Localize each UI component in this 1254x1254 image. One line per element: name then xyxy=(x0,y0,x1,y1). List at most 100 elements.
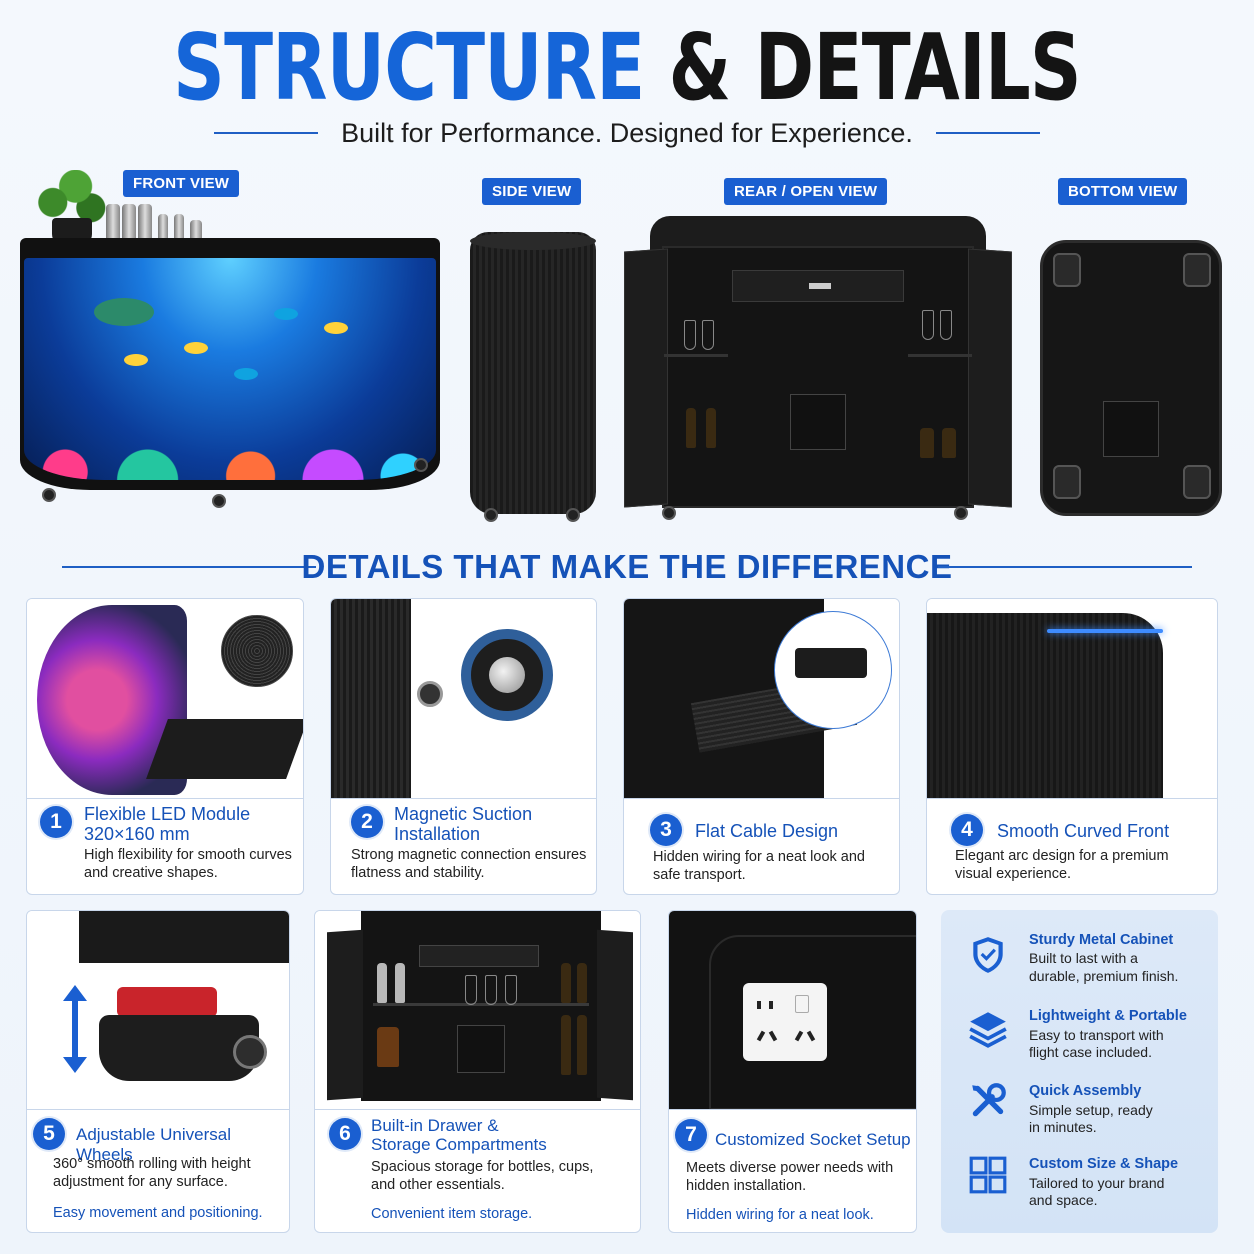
up-down-arrow-icon xyxy=(72,991,78,1065)
fish-image xyxy=(184,342,208,354)
glass-image xyxy=(684,320,696,350)
shaker-image xyxy=(122,204,136,248)
power-socket-icon xyxy=(743,983,827,1061)
card-title: Storage Compartments xyxy=(371,1135,547,1154)
glass-image xyxy=(922,310,934,340)
subtitle-divider-left xyxy=(214,132,318,134)
card-desc: hidden installation. xyxy=(686,1178,807,1194)
fish-image xyxy=(324,322,348,334)
card-title: Customized Socket Setup xyxy=(715,1130,911,1149)
wheel-icon xyxy=(414,458,428,472)
badge-bottom-view: BOTTOM VIEW xyxy=(1058,178,1188,205)
bottle-image xyxy=(395,963,405,1003)
socket-slot xyxy=(806,1030,816,1042)
plant-image xyxy=(30,170,106,224)
feature-title: Quick Assembly xyxy=(1029,1083,1142,1099)
card-title: 320×160 mm xyxy=(84,824,190,844)
glass-image xyxy=(505,975,517,1005)
cabinet-corner xyxy=(709,935,916,1109)
feature-desc: Easy to transport with xyxy=(1029,1027,1164,1043)
height-adjust-ring xyxy=(117,987,217,1017)
shaker-image xyxy=(106,204,120,248)
subtitle: Built for Performance. Designed for Expe… xyxy=(341,118,913,148)
fish-image xyxy=(274,308,298,320)
section-divider-right xyxy=(938,566,1192,568)
wheel-image xyxy=(27,911,289,1110)
connector-zoom-circle xyxy=(774,611,892,729)
caster-body xyxy=(99,1015,259,1081)
feature-desc: in minutes. xyxy=(1029,1119,1097,1135)
card-desc: Strong magnetic connection ensures xyxy=(351,847,587,863)
card-title: Magnetic Suction xyxy=(394,804,533,824)
cabinet-base xyxy=(79,911,289,963)
caster-icon xyxy=(1183,253,1211,287)
subtitle-row: Built for Performance. Designed for Expe… xyxy=(0,116,1254,152)
step-number-7: 7 xyxy=(675,1119,707,1151)
feature-desc: flight case included. xyxy=(1029,1044,1152,1060)
curved-edge xyxy=(927,613,1163,798)
socket-slot xyxy=(769,1001,773,1009)
glass-image xyxy=(940,310,952,340)
bottom-view-image xyxy=(1040,240,1222,516)
jar-image xyxy=(377,1027,399,1067)
feature-desc: and space. xyxy=(1029,1192,1098,1208)
cabinet-door-left xyxy=(327,929,363,1101)
shaker-image xyxy=(174,214,184,248)
layers-icon xyxy=(969,1012,1007,1048)
card-desc: and creative shapes. xyxy=(84,865,218,881)
detail-card-2: 2 Magnetic Suction Installation Strong m… xyxy=(330,598,597,895)
bottle-image xyxy=(920,428,934,458)
socket-slot xyxy=(757,1001,761,1009)
panel-edge xyxy=(331,599,411,798)
grid-icon xyxy=(969,1156,1007,1194)
wheel-icon xyxy=(212,494,226,508)
step-number-3: 3 xyxy=(650,814,682,846)
detail-card-6: 6 Built-in Drawer & Storage Compartments… xyxy=(314,910,641,1233)
coral-image xyxy=(24,400,436,480)
storage-image xyxy=(315,911,640,1110)
card-title: Built-in Drawer & xyxy=(371,1116,499,1135)
card-desc: 360° smooth rolling with height xyxy=(53,1156,251,1172)
cabinet-door-right xyxy=(597,929,633,1101)
detail-card-1: 1 Flexible LED Module 320×160 mm High fl… xyxy=(26,598,304,895)
drawer-handle xyxy=(809,283,831,289)
card-desc: Meets diverse power needs with xyxy=(686,1160,894,1176)
bottle-image xyxy=(706,408,716,448)
shelf xyxy=(373,1003,589,1006)
detail-card-3: 3 Flat Cable Design Hidden wiring for a … xyxy=(623,598,900,895)
feature-desc: Built to last with a xyxy=(1029,950,1138,966)
card-title: Flexible LED Module xyxy=(84,804,251,824)
wheel-icon xyxy=(954,506,968,520)
card-note: Hidden wiring for a neat look. xyxy=(686,1207,874,1223)
cabinet-drawer xyxy=(419,945,539,967)
socket-switch xyxy=(795,995,809,1013)
shelf xyxy=(664,354,728,357)
card-note: Convenient item storage. xyxy=(371,1206,533,1222)
caster-icon xyxy=(1053,465,1081,499)
page-title: STRUCTURE & DETAILS xyxy=(138,18,1116,118)
connector xyxy=(795,648,867,678)
badge-rear-view: REAR / OPEN VIEW xyxy=(724,178,888,205)
step-number-5: 5 xyxy=(33,1118,65,1150)
card-title: Smooth Curved Front xyxy=(997,821,1170,841)
socket-slot xyxy=(756,1030,766,1042)
card-desc: flatness and stability. xyxy=(351,865,485,881)
wheel-icon xyxy=(484,508,498,522)
card-desc: Elegant arc design for a premium xyxy=(955,848,1169,864)
step-number-4: 4 xyxy=(951,814,983,846)
step-number-2: 2 xyxy=(351,806,383,838)
socket-image xyxy=(669,911,916,1110)
caster-icon xyxy=(1183,465,1211,499)
cabinet-door-right xyxy=(968,248,1012,508)
glass-image xyxy=(702,320,714,350)
cabinet-drawer xyxy=(732,270,904,302)
feature-title: Sturdy Metal Cabinet xyxy=(1029,932,1174,948)
card-desc: High flexibility for smooth curves xyxy=(84,847,292,863)
card-title: Flat Cable Design xyxy=(695,821,839,841)
feature-title: Lightweight & Portable xyxy=(1029,1008,1187,1024)
arrow-up-head xyxy=(63,985,87,1001)
control-box xyxy=(1103,401,1159,457)
side-cylinder-top xyxy=(470,232,596,250)
wheel-icon xyxy=(566,508,580,522)
small-magnet xyxy=(417,681,443,707)
